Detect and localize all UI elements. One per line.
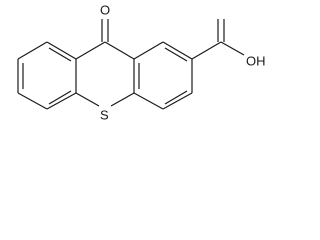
hydroxyl-label: OH [246, 53, 266, 68]
bond [162, 41, 193, 60]
bond [17, 41, 48, 60]
carboxylic-acid-group [191, 19, 245, 60]
bond [191, 41, 222, 60]
right-benzene-ring [133, 41, 193, 110]
sulfur-label: S [100, 107, 109, 122]
bond [104, 41, 135, 60]
thioxanthone-carboxylic-acid-structure: O S OH [17, 2, 266, 122]
bond [162, 92, 193, 110]
double-bond-inner [164, 90, 188, 105]
bond [220, 41, 245, 56]
central-thiopyranone-ring [75, 19, 135, 107]
bond [133, 92, 164, 110]
double-bond-inner [164, 47, 188, 62]
double-bond-inner [48, 47, 72, 62]
bond [110, 92, 135, 107]
bond [46, 92, 77, 110]
bond [46, 41, 77, 60]
bond [75, 92, 100, 107]
bond [17, 92, 48, 110]
bond [133, 41, 164, 60]
left-benzene-ring [17, 41, 77, 110]
bond [75, 41, 106, 60]
double-bond-inner [48, 90, 72, 105]
carbonyl-oxygen-label: O [100, 2, 110, 17]
